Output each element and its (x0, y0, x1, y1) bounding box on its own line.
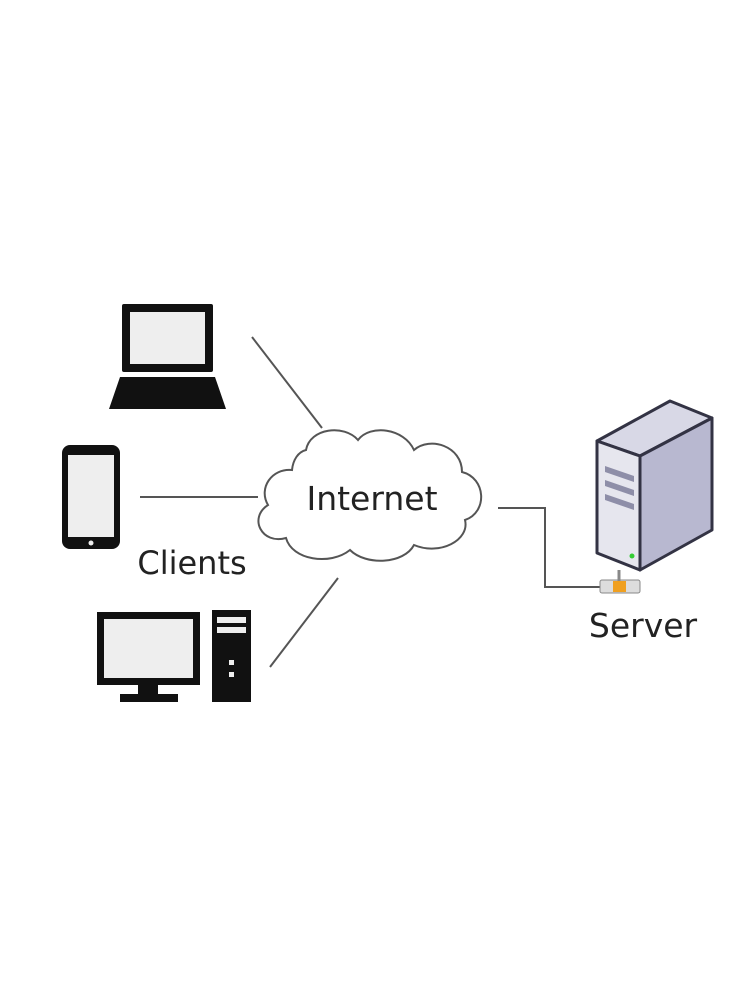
laptop-connection-line (251, 336, 323, 429)
power-led-icon (629, 553, 635, 559)
smartphone-icon (62, 445, 120, 549)
internet-label: Internet (306, 479, 437, 518)
cloud-icon (257, 429, 483, 562)
clients-label: Clients (137, 544, 246, 582)
laptop-icon (109, 304, 226, 409)
server-connection-line (498, 507, 606, 588)
server-label: Server (589, 606, 698, 645)
pc-tower-icon (212, 610, 251, 702)
server-tower-icon (595, 399, 714, 594)
desktop-computer-icon (97, 610, 251, 702)
desktop-connection-line (269, 577, 339, 668)
connections (140, 336, 606, 668)
